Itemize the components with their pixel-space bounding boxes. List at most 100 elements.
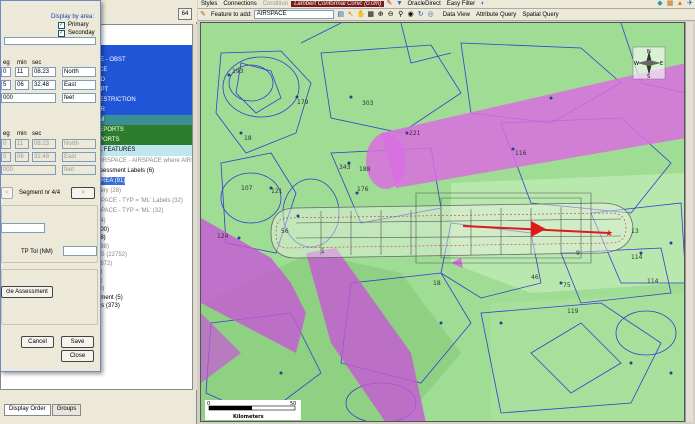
map-label: 176 (357, 186, 369, 193)
save-button[interactable]: Save (61, 336, 94, 348)
edit-icon[interactable]: ✎ (200, 10, 206, 18)
map-label: 303 (362, 100, 374, 107)
min-header-1: min (17, 60, 27, 66)
layer-tree-item[interactable]: TS (22752) (97, 252, 128, 258)
segment-label: Segment nr 4/4 (19, 190, 61, 196)
lat2-deg-field: 0 (1, 139, 11, 149)
menu-spatial-query[interactable]: Spatial Query (522, 11, 559, 18)
menu-oracledirect[interactable]: OracleDirect (407, 1, 441, 7)
layer-icon[interactable]: ▤ (337, 10, 345, 18)
prev-segment-button[interactable]: < (1, 187, 13, 199)
pan-icon[interactable]: ✋ (356, 10, 366, 18)
menu-attribute-query[interactable]: Attribute Query (475, 11, 517, 18)
link-icon[interactable]: ◐ (481, 0, 486, 7)
compass-n: N (647, 49, 651, 55)
secondary-label: Seconday (68, 30, 95, 36)
display-by-area-label: Display by area: (51, 14, 95, 20)
lat2-dir-select: North (62, 139, 96, 149)
segment-dialog: Display by area: ✓ Primary ✓ Seconday eg… (0, 0, 101, 372)
primary-label: Primary (68, 22, 89, 28)
pencil-icon[interactable]: ✎ (386, 0, 393, 7)
refresh-icon[interactable]: ↻ (417, 10, 424, 18)
binoculars-icon[interactable]: ⚲ (398, 10, 404, 18)
map-label: 13 (631, 228, 639, 235)
layer-tree-item[interactable]: SPACE - TYP = 'ML' (32) (97, 208, 164, 214)
database-icon[interactable]: ◆ (657, 0, 663, 7)
secondary-checkbox[interactable]: ✓ (58, 30, 65, 37)
globe-icon[interactable]: ◉ (407, 10, 414, 18)
feature-to-add-select[interactable]: AIRSPACE (253, 10, 334, 19)
close-button[interactable]: Close (61, 350, 94, 362)
segment-input[interactable] (1, 223, 45, 233)
deg-header-2: eg (3, 131, 10, 137)
menu-easy-filter[interactable]: Easy Filter (446, 1, 476, 7)
map-svg[interactable]: ★ 193 179 303 18 343 221 (201, 23, 685, 422)
chart-icon[interactable]: ▲ (676, 0, 684, 7)
menu-styles[interactable]: Styles (201, 1, 218, 7)
lon-sec-field[interactable]: 32.48 (32, 80, 56, 90)
menu-connections[interactable]: Connections (223, 1, 257, 7)
tab-display-order[interactable]: Display Order (4, 404, 51, 416)
query-icon[interactable]: ◎ (427, 10, 434, 18)
map-label: 193 (232, 68, 244, 75)
primary-checkbox[interactable]: ✓ (58, 22, 65, 29)
lon-min-field[interactable]: 06 (15, 80, 29, 90)
tp-tol-field[interactable] (63, 246, 97, 256)
layer-tree-item[interactable]: 600) (97, 226, 110, 233)
svg-text:★: ★ (605, 229, 613, 239)
top-dropdown[interactable] (4, 37, 96, 45)
zoom-out-icon[interactable]: ⊖ (387, 10, 394, 18)
layer-tree-item[interactable]: uery (28) (97, 188, 122, 194)
lon2-deg-field: 5 (1, 152, 11, 162)
compass-w: W (634, 61, 639, 67)
layer-tree-item[interactable]: ssessment Labels (6) (97, 168, 155, 174)
layer-tree-item[interactable]: 898) (97, 243, 110, 250)
layer-tree-item[interactable]: 2672) (97, 260, 113, 267)
obstacle-assessment-button[interactable]: cle Assessment (1, 286, 53, 298)
map-toolbar: ✎ Feature to add: AIRSPACE ▤ ↖ ✋ ▦ ⊕ ⊖ ⚲… (198, 9, 695, 21)
layer-tree-item[interactable]: 78) (97, 235, 106, 241)
compass-e: E (660, 61, 663, 67)
lat-deg-field[interactable]: 0 (1, 67, 11, 77)
layer-tree-item[interactable]: SPACE - TYP = 'ML' Labels (32) (97, 198, 183, 204)
map-label: 343 (339, 164, 351, 171)
altitude-unit-select[interactable]: feet (62, 93, 96, 103)
zoom-in-icon[interactable]: ⊕ (377, 10, 384, 18)
menu-condition[interactable]: Condition (262, 1, 289, 7)
cancel-button[interactable]: Cancel (21, 336, 54, 348)
min-header-2: min (17, 131, 27, 137)
map-window: Styles Connections Condition Lambert Con… (198, 0, 695, 424)
layer-tree-item[interactable]: AREA (91) (97, 177, 126, 185)
map-label: 121 (271, 188, 283, 195)
table-icon[interactable]: ▦ (666, 0, 674, 7)
map-canvas[interactable]: ★ 193 179 303 18 343 221 (200, 22, 685, 422)
grid-icon[interactable]: ▦ (367, 10, 375, 18)
toc-tabs: Display Order Groups (4, 404, 82, 416)
layer-tree-item[interactable]: 84) (97, 218, 106, 224)
filter-icon[interactable]: ▼ (395, 0, 403, 7)
map-label: 46 (531, 274, 539, 281)
map-scrollbar[interactable] (685, 22, 693, 422)
map-label: 119 (567, 308, 579, 315)
tp-tol-label: TP Tol (NM) (21, 249, 53, 255)
lon-deg-field[interactable]: 5 (1, 80, 11, 90)
lon-dir-select[interactable]: East (62, 80, 96, 90)
lat-min-field[interactable]: 11 (15, 67, 29, 77)
segment-groupbox (1, 205, 98, 263)
altitude-field[interactable]: 000 (1, 93, 56, 103)
route-icon[interactable]: ✈ (687, 0, 693, 7)
select-arrow-icon[interactable]: ↖ (347, 10, 354, 18)
map-label: 114 (647, 278, 659, 285)
layer-tree-item[interactable]: AIRSPACE - AIRSPACE where AIRS (97, 158, 193, 164)
scale-start: 0 (207, 401, 210, 407)
next-segment-button[interactable]: > (71, 187, 95, 199)
lat-sec-field[interactable]: 08.23 (32, 67, 56, 77)
toc-scrollbar[interactable] (193, 24, 197, 390)
menu-projection[interactable]: Lambert Conformal Conic (0.0m) (291, 1, 385, 7)
lat-dir-select[interactable]: North (62, 67, 96, 77)
feature-to-add-label: Feature to add: (211, 11, 252, 18)
compass-s: S (647, 74, 650, 80)
toc-64-button[interactable]: 64 (178, 8, 192, 20)
tab-groups[interactable]: Groups (51, 404, 82, 416)
menu-data-view[interactable]: Data View (442, 11, 470, 18)
